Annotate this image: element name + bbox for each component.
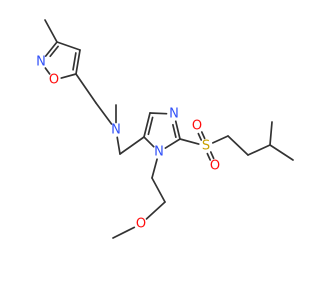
bond-c4_imid-n3_imid	[149, 112, 168, 115]
bond-c_ethyl2-o_ether	[145, 201, 166, 220]
atom-label-s_sulfonyl: S	[202, 139, 210, 154]
atom-label-n1_imid: N	[154, 145, 164, 160]
bond-n3_imid-c2_imid-inner	[172, 123, 177, 139]
bond-c2_imid-n1_imid	[164, 138, 181, 149]
bond-c_chain1-c_chain2	[227, 135, 249, 156]
bond-c_chain3-c_chain_me_a	[269, 144, 294, 161]
bond-c5_imid-c4_imid-inner	[147, 116, 154, 136]
bond-c5_isox-c_ch2_isox	[75, 73, 97, 104]
bond-n3_imid-c2_imid	[174, 120, 181, 140]
bond-c_chain2-c_chain3	[247, 144, 271, 156]
atom-label-o_isox: O	[49, 73, 59, 88]
bond-c3_isox-n_isox-inner	[49, 45, 59, 58]
bond-o_ether-c_ome	[112, 226, 136, 239]
bond-o_isox-c5_isox	[60, 73, 77, 79]
bond-s_sulfonyl-c_chain1	[211, 135, 229, 144]
bond-n1_imid-c_ethyl1	[151, 158, 158, 179]
bond-c_chain3-c_chain_me_b	[269, 121, 273, 146]
bond-c5_imid-c4_imid	[143, 112, 151, 138]
bond-c4_isox-c3_isox	[56, 41, 81, 51]
atom-label-o_s_bottom: O	[210, 159, 220, 174]
bond-c5_isox-c4_isox-inner	[72, 52, 77, 71]
bond-c_me_isox-c3_isox	[44, 19, 58, 43]
atom-label-n3_imid: N	[169, 107, 179, 122]
bond-s_sulfonyl-o_s_top-a	[200, 131, 206, 140]
bond-c2_imid-s_sulfonyl	[179, 138, 200, 145]
bond-s_sulfonyl-o_s_bottom-b	[209, 151, 215, 160]
atom-label-o_ether: O	[136, 217, 146, 232]
bond-s_sulfonyl-o_s_top-b	[197, 132, 203, 141]
atom-label-n_isox: N	[36, 55, 46, 70]
atom-label-o_s_top: O	[192, 119, 202, 134]
bond-c5_isox-c4_isox	[75, 49, 81, 75]
bond-n_amine-c_ch2_imid	[116, 136, 121, 155]
atom-label-n_amine: N	[111, 123, 121, 138]
bond-n_isox-o_isox	[44, 67, 51, 75]
bond-n1_imid-c5_imid	[143, 136, 155, 148]
bond-s_sulfonyl-o_s_bottom-a	[206, 152, 212, 161]
bond-c_ch2_isox-n_amine	[95, 102, 113, 125]
bond-c_ethyl1-c_ethyl2	[151, 177, 166, 203]
bond-c_ch2_imid-c5_imid	[119, 136, 145, 155]
bond-c3_isox-n_isox	[44, 41, 58, 57]
